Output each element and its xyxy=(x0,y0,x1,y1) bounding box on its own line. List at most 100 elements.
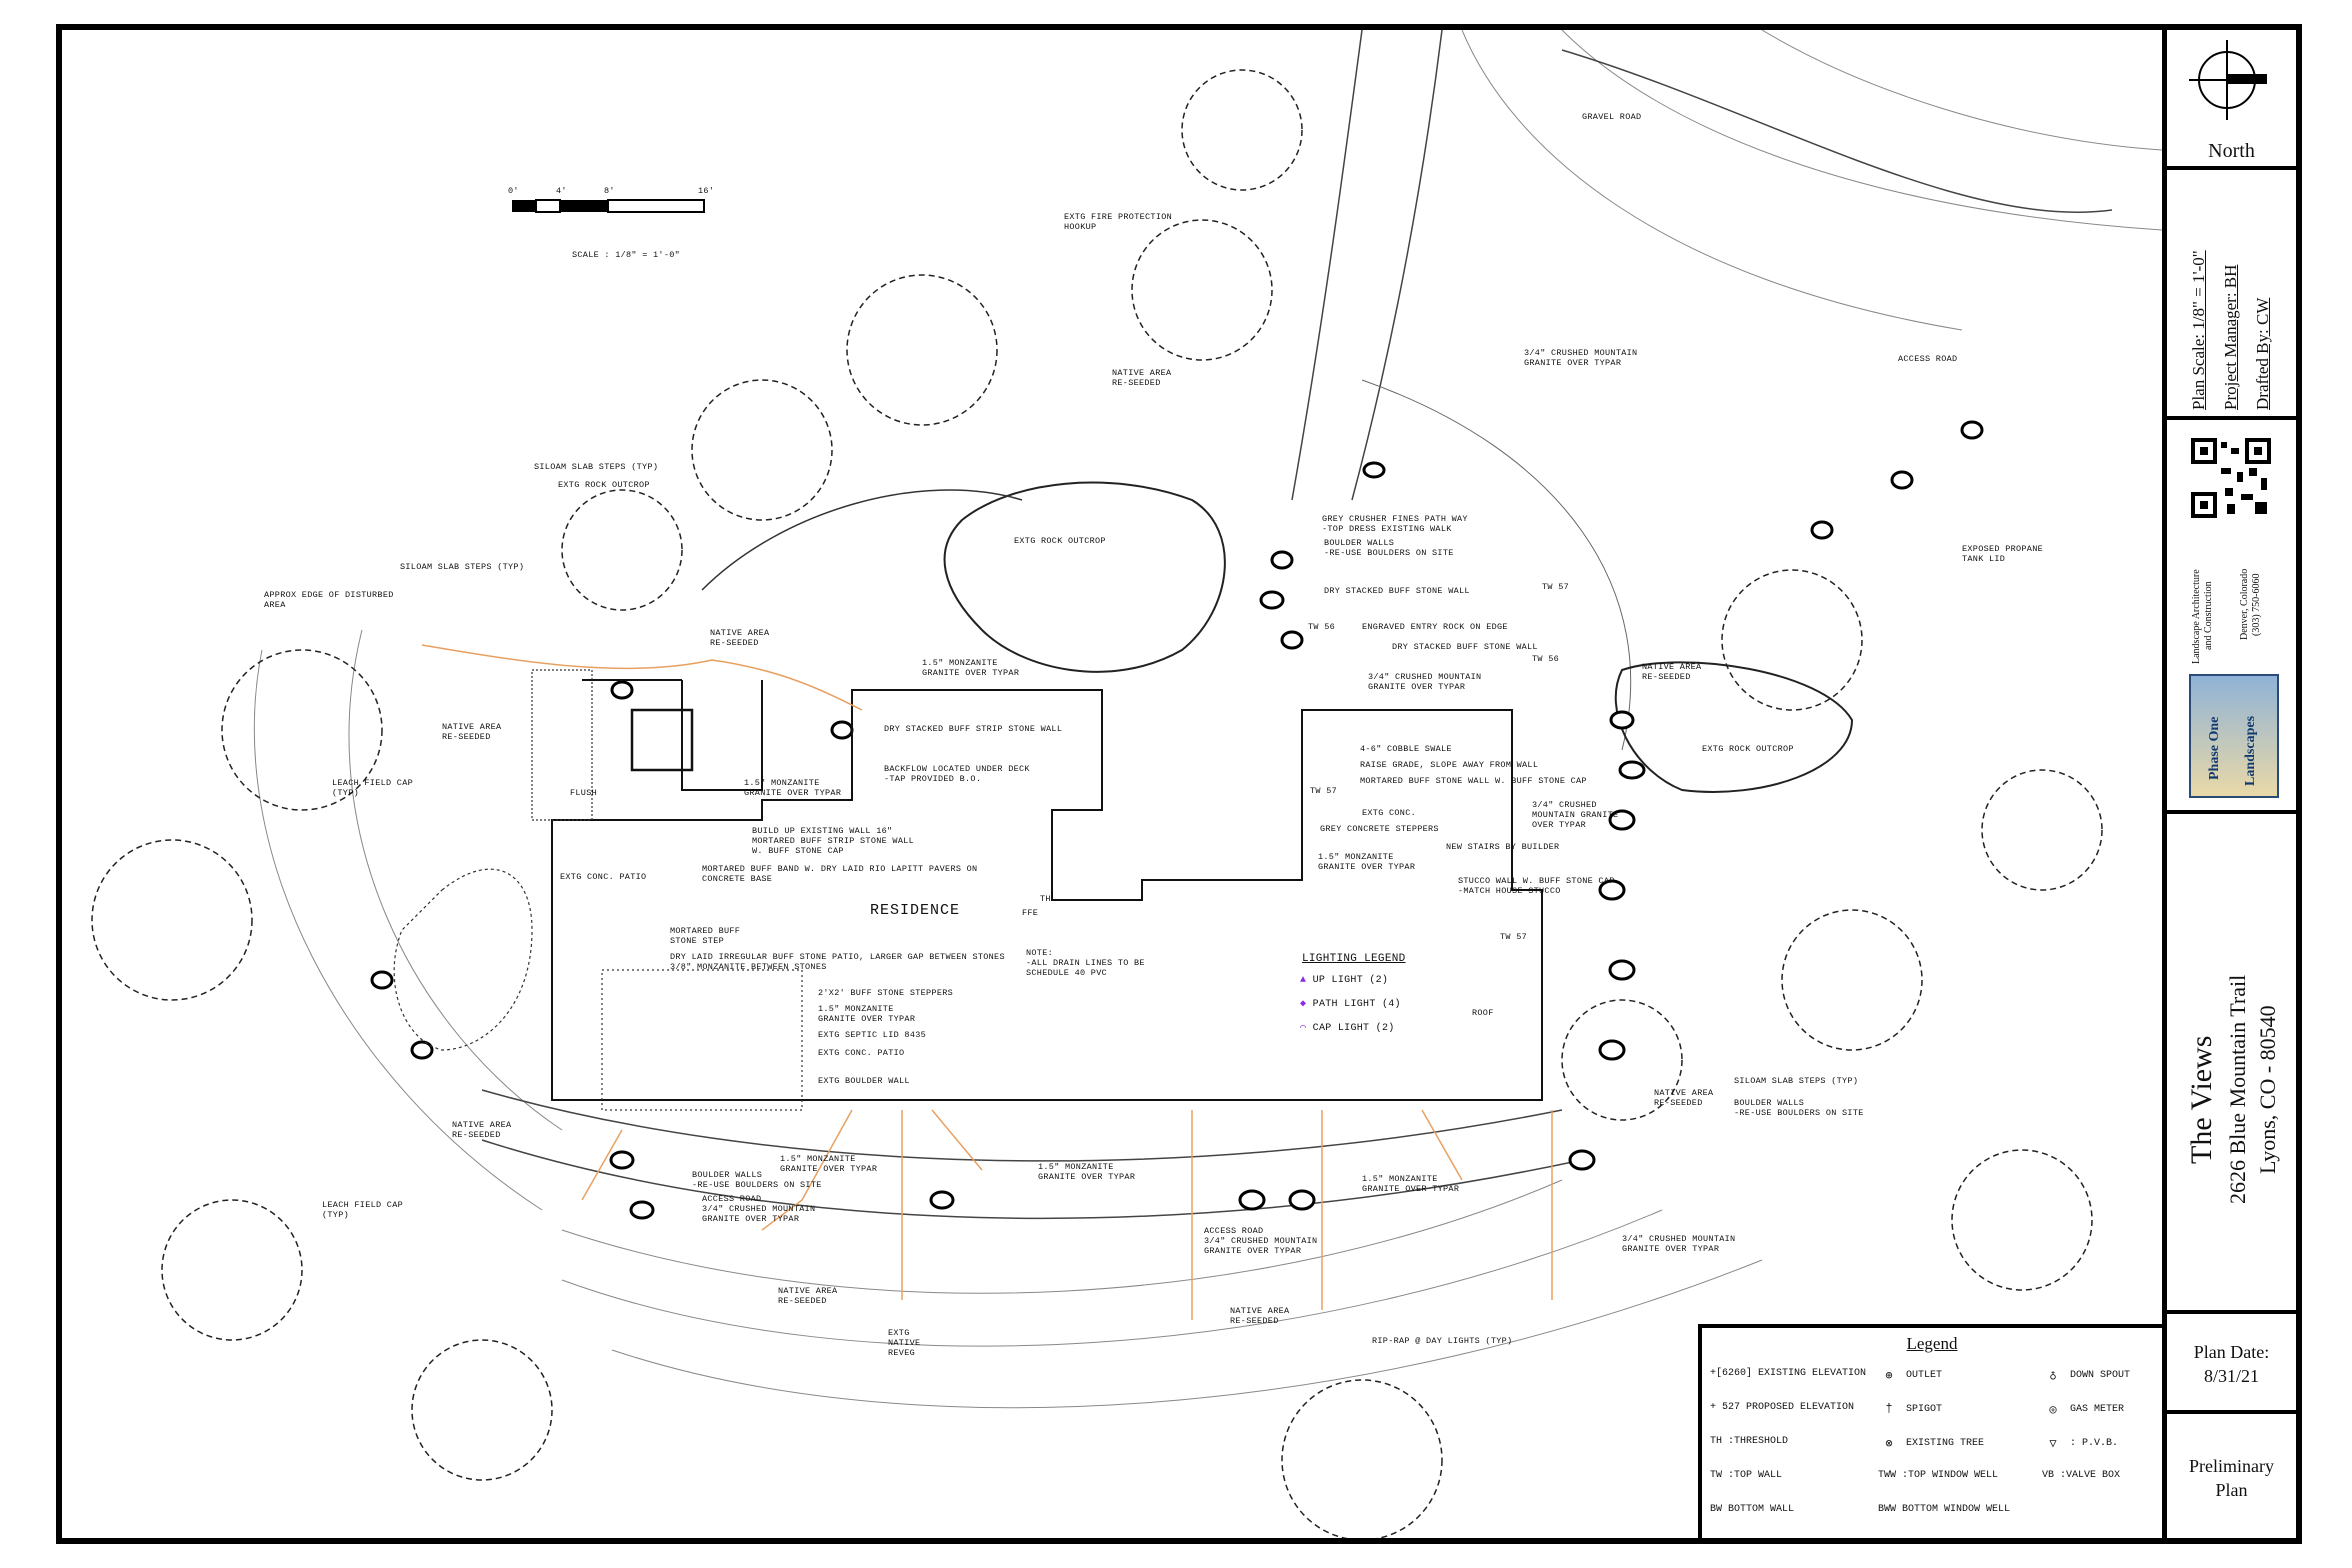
drain-note: NOTE: -ALL DRAIN LINES TO BE SCHEDULE 40… xyxy=(1026,948,1145,978)
legend-text: EXISTING TREE xyxy=(1906,1438,1985,1449)
callout-crushed-mid: 3/4" CRUSHED MOUNTAIN GRANITE OVER TYPAR xyxy=(1368,672,1482,692)
callout-gravel-road: GRAVEL ROAD xyxy=(1582,112,1642,122)
callout-riprap: RIP-RAP @ DAY LIGHTS (TYP) xyxy=(1372,1336,1513,1346)
callout-pavers: MORTARED BUFF BAND W. DRY LAID RIO LAPIT… xyxy=(702,864,978,884)
callout-tw-a: TW 57 xyxy=(1542,582,1570,592)
callout-fire-hookup: EXTG FIRE PROTECTION HOOKUP xyxy=(1064,212,1173,232)
legend-text: : P.V.B. xyxy=(2070,1438,2119,1449)
callout-cobble: 4-6" COBBLE SWALE xyxy=(1360,744,1452,754)
legend-symbol: BW xyxy=(1710,1504,1723,1515)
callout-siloam1: SILOAM SLAB STEPS (TYP) xyxy=(534,462,659,472)
callout-native-right2: NATIVE AREA RE-SEEDED xyxy=(1654,1088,1714,1108)
callout-monz3: 1.5" MONZANITE GRANITE OVER TYPAR xyxy=(1318,852,1416,872)
callout-tw-d: TW 56 xyxy=(1532,654,1560,664)
pathlight-item: ◆ PATH LIGHT (4) xyxy=(1300,999,1401,1010)
callout-access-mid: ACCESS ROAD 3/4" CRUSHED MOUNTAIN GRANIT… xyxy=(1204,1226,1318,1256)
lighting-legend-title: LIGHTING LEGEND xyxy=(1302,953,1406,965)
callout-backflow: BACKFLOW LOCATED UNDER DECK -TAP PROVIDE… xyxy=(884,764,1030,784)
trees xyxy=(91,69,2103,1538)
north-label: North xyxy=(2208,140,2255,162)
legend-item: TWW :TOP WINDOW WELL xyxy=(1878,1470,1998,1481)
legend-item: ♁DOWN SPOUT xyxy=(2042,1368,2130,1383)
callout-stepper2: 2'x2' BUFF STONE STEPPERS xyxy=(818,988,954,998)
project-name: The Views xyxy=(2185,1035,2218,1164)
downspout-icon: ♁ xyxy=(2049,1369,2057,1383)
title-block: North Plan Scale: 1/8" = 1'-0" Project M… xyxy=(2162,30,2296,1538)
legend-symbol: TH xyxy=(1710,1436,1723,1447)
legend-item: ▽: P.V.B. xyxy=(2042,1436,2118,1451)
callout-native-b2: NATIVE AREA RE-SEEDED xyxy=(1230,1306,1290,1326)
callout-boulder3: BOULDER WALLS -RE-USE BOULDERS ON SITE xyxy=(692,1170,822,1190)
callout-crushed-right: 3/4" CRUSHED MOUNTAIN GRANITE OVER TYPAR xyxy=(1532,800,1619,830)
callout-siloam3: SILOAM SLAB STEPS (TYP) xyxy=(1734,1076,1859,1086)
callout-mortared: MORTARED BUFF STONE WALL W. BUFF STONE C… xyxy=(1360,776,1587,786)
plan-scale: Plan Scale: 1/8" = 1'-0" xyxy=(2189,250,2208,410)
callout-stucco: STUCCO WALL W. BUFF STONE CAP -MATCH HOU… xyxy=(1458,876,1615,896)
scale-tick-16: 16' xyxy=(698,186,715,196)
callout-native-top: NATIVE AREA RE-SEEDED xyxy=(1112,368,1172,388)
plan-sheet: 0' 4' 8' 16' SCALE : 1/8" = 1'-0" RESIDE… xyxy=(56,24,2302,1544)
callout-ffe: FFE xyxy=(1022,908,1039,918)
callout-monz7: 1.5" MONZANITE GRANITE OVER TYPAR xyxy=(1362,1174,1460,1194)
callout-extg-native: EXTG NATIVE REVEG xyxy=(888,1328,921,1358)
callout-newstairs: NEW STAIRS BY BUILDER xyxy=(1446,842,1560,852)
spigot-icon: † xyxy=(1885,1402,1893,1416)
logo-word2: Landscapes xyxy=(2243,715,2258,786)
callout-access-top: ACCESS ROAD xyxy=(1898,354,1958,364)
scale-label: SCALE : 1/8" = 1'-0" xyxy=(572,250,681,260)
callout-roof: ROOF xyxy=(1472,1008,1494,1018)
callout-leach1: LEACH FIELD CAP (TYP) xyxy=(332,778,414,798)
callout-boulder-wall: EXTG BOULDER WALL xyxy=(818,1076,910,1086)
boulders xyxy=(370,420,1984,1220)
uplight-item: ▲ UP LIGHT (2) xyxy=(1300,975,1389,986)
callout-monz4: 1.5" MONZANITE GRANITE OVER TYPAR xyxy=(818,1004,916,1024)
callout-native-lower: NATIVE AREA RE-SEEDED xyxy=(452,1120,512,1140)
legend-text: :TOP WALL xyxy=(1728,1470,1783,1481)
company-logo: Phase One Landscapes xyxy=(2189,674,2279,798)
legend-symbol: +[6260] xyxy=(1710,1368,1753,1379)
legend-item: TW:TOP WALL xyxy=(1710,1470,1782,1481)
callout-rock1: EXTG ROCK OUTCROP xyxy=(558,480,650,490)
callout-engraved: ENGRAVED ENTRY ROCK ON EDGE xyxy=(1362,622,1508,632)
qr-code-icon xyxy=(2191,438,2271,518)
legend-item: ⊕OUTLET xyxy=(1878,1368,1942,1383)
topo-contours xyxy=(253,30,2162,1409)
legend-text: OUTLET xyxy=(1906,1370,1943,1381)
legend-text: BOTTOM WALL xyxy=(1728,1504,1795,1515)
company-cell: Landscape Architecture and Construction … xyxy=(2167,420,2296,814)
legend-text: :VALVE BOX xyxy=(2060,1470,2121,1481)
callout-grade: RAISE GRADE, SLOPE AWAY FROM WALL xyxy=(1360,760,1539,770)
gasmeter-icon: ◎ xyxy=(2049,1403,2057,1417)
callout-native-right: NATIVE AREA RE-SEEDED xyxy=(1642,662,1702,682)
legend-symbol: BWW xyxy=(1878,1504,1897,1515)
scale-tick-0: 0' xyxy=(508,186,519,196)
legend-symbol: TWW xyxy=(1878,1470,1897,1481)
caplight-icon: ⌒ xyxy=(1300,1023,1307,1034)
callout-access-left: ACCESS ROAD 3/4" CRUSHED MOUNTAIN GRANIT… xyxy=(702,1194,816,1224)
callout-monz5: 1.5" MONZANITE GRANITE OVER TYPAR xyxy=(780,1154,878,1174)
callout-rock3: EXTG ROCK OUTCROP xyxy=(1702,744,1794,754)
date-cell: Plan Date: 8/31/21 xyxy=(2167,1314,2296,1414)
project-address1: 2626 Blue Mountain Trail xyxy=(2225,974,2250,1204)
callout-disturbed: APPROX EDGE OF DISTURBED AREA xyxy=(264,590,394,610)
callout-steppers: GREY CONCRETE STEPPERS xyxy=(1320,824,1439,834)
legend-item: VB:VALVE BOX xyxy=(2042,1470,2120,1481)
callout-drystack1: DRY STACKED BUFF STONE WALL xyxy=(1324,586,1470,596)
company-line2: and Construction xyxy=(2203,581,2214,650)
logo-word1: Phase One xyxy=(2207,716,2222,780)
legend-text: :THRESHOLD xyxy=(1728,1436,1789,1447)
legend-item: ⊗EXISTING TREE xyxy=(1878,1436,1984,1451)
callout-drystrip: DRY STACKED BUFF STRIP STONE WALL xyxy=(884,724,1063,734)
lighting-wiring xyxy=(421,644,1553,1320)
callout-crushed-top: 3/4" CRUSHED MOUNTAIN GRANITE OVER TYPAR xyxy=(1524,348,1638,368)
callout-monz1: 1.5" MONZANITE GRANITE OVER TYPAR xyxy=(922,658,1020,678)
plan-date-label: Plan Date: xyxy=(2193,1342,2270,1362)
callout-boulder1: BOULDER WALLS -RE-USE BOULDERS ON SITE xyxy=(1324,538,1454,558)
company-phone: (303) 750-6060 xyxy=(2251,573,2262,637)
callout-flush: FLUSH xyxy=(570,788,598,798)
callout-native-mid: NATIVE AREA RE-SEEDED xyxy=(710,628,770,648)
legend-text: :TOP WINDOW WELL xyxy=(1902,1470,1999,1481)
residence-label: RESIDENCE xyxy=(870,902,961,919)
